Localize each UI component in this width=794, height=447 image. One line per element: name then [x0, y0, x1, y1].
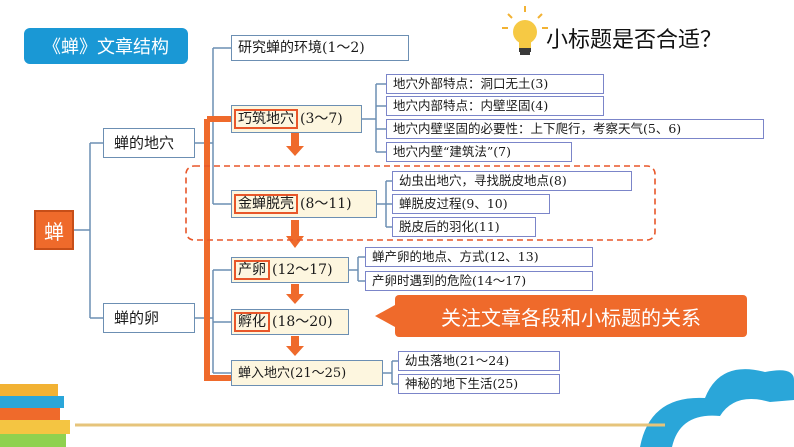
detail-node: 幼虫出地穴，寻找脱皮地点(8) — [392, 171, 632, 191]
section-range: (8～11) — [300, 196, 352, 212]
section-label: 产卵 — [234, 260, 270, 280]
detail-node: 地穴内壁“建筑法”(7) — [386, 142, 572, 162]
detail-node: 神秘的地下生活(25) — [398, 374, 560, 394]
section-range: (12～17) — [272, 262, 333, 278]
section-label: 孵化 — [234, 312, 270, 332]
detail-node: 地穴内壁坚固的必要性：上下爬行，考察天气(5、6) — [386, 119, 764, 139]
section-label: 巧筑地穴 — [234, 109, 298, 129]
section-node: 蝉入地穴(21～25) — [231, 360, 383, 386]
section-node: 产卵(12～17) — [231, 257, 349, 283]
root-node: 蝉 — [34, 210, 74, 250]
section-range: (21～25) — [290, 365, 347, 381]
callout-banner: 关注文章各段和小标题的关系 — [395, 295, 747, 337]
section-node: 孵化(18～20) — [231, 309, 349, 335]
section-range: (18～20) — [272, 314, 333, 330]
books-decoration — [0, 384, 70, 447]
section-node: 研究蝉的环境(1～2) — [231, 35, 409, 61]
detail-node: 幼虫落地(21～24) — [398, 351, 560, 371]
detail-node: 地穴外部特点：洞口无土(3) — [386, 74, 604, 94]
detail-node: 地穴内部特点：内壁坚固(4) — [386, 96, 604, 116]
page-title: 《蝉》文章结构 — [24, 28, 188, 64]
detail-node: 蝉产卵的地点、方式(12、13) — [365, 247, 593, 267]
section-label: 研究蝉的环境 — [238, 40, 322, 56]
lightbulb-icon — [502, 6, 548, 55]
detail-node: 蝉脱皮过程(9、10) — [392, 194, 550, 214]
clouds-decoration — [640, 369, 794, 447]
section-range: (1～2) — [322, 40, 365, 56]
section-label: 蝉入地穴 — [238, 365, 291, 381]
branch-node: 蝉的卵 — [103, 303, 195, 333]
section-label: 金蝉脱壳 — [234, 194, 298, 214]
section-node: 巧筑地穴(3～7) — [231, 105, 362, 133]
section-node: 金蝉脱壳(8～11) — [231, 190, 377, 218]
detail-node: 产卵时遇到的危险(14～17) — [365, 271, 593, 291]
branch-node: 蝉的地穴 — [103, 128, 195, 158]
detail-node: 脱皮后的羽化(11) — [392, 217, 536, 237]
section-range: (3～7) — [300, 111, 343, 127]
question-heading: 小标题是否合适？ — [546, 27, 723, 52]
